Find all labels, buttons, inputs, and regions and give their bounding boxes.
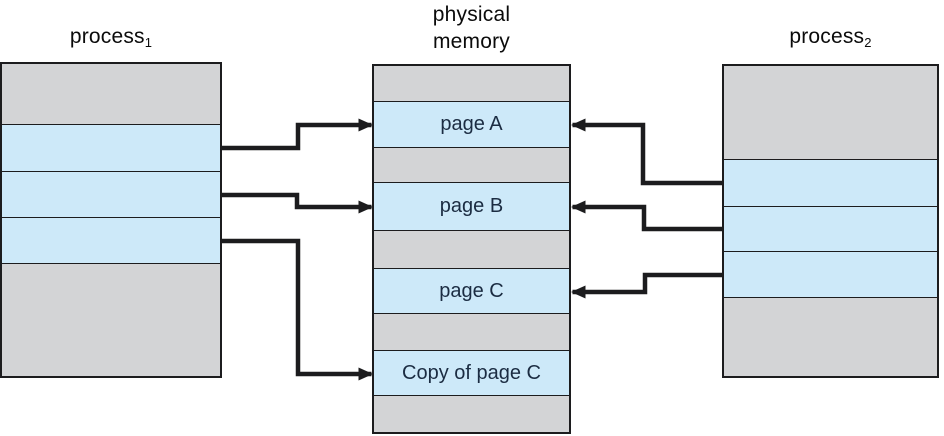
memory-frame-row bbox=[374, 66, 569, 102]
arrow-process2-to-page-c bbox=[571, 272, 722, 299]
page-a-row: page A bbox=[374, 102, 569, 148]
process2-frame-row bbox=[724, 298, 937, 376]
process2-page-row-3 bbox=[724, 252, 937, 298]
physical-memory-title-line2: memory bbox=[432, 30, 511, 53]
process2-title-subscript: 2 bbox=[864, 35, 872, 50]
arrow-process1-to-page-a bbox=[222, 118, 373, 151]
arrow-process1-to-copy-of-page-c bbox=[222, 238, 373, 381]
arrow-process2-to-page-a bbox=[571, 118, 722, 186]
process2-frame-row bbox=[724, 66, 937, 160]
process1-box bbox=[0, 62, 222, 378]
process1-frame-row bbox=[2, 64, 220, 125]
process1-page-row-2 bbox=[2, 172, 220, 218]
page-b-row: page B bbox=[374, 183, 569, 231]
memory-frame-row bbox=[374, 314, 569, 351]
process2-title: process2 bbox=[722, 25, 939, 49]
process1-title: process1 bbox=[0, 25, 222, 49]
physical-memory-box: page A page B page C Copy of page C bbox=[372, 64, 571, 434]
process1-page-row-3 bbox=[2, 218, 220, 264]
process1-page-row-1 bbox=[2, 125, 220, 172]
process2-page-row-2 bbox=[724, 207, 937, 252]
arrow-process2-to-page-b bbox=[571, 200, 722, 232]
process1-frame-row bbox=[2, 264, 220, 376]
page-c-row: page C bbox=[374, 269, 569, 314]
process1-title-text: process bbox=[69, 25, 145, 48]
physical-memory-title: physical memory bbox=[372, 1, 571, 55]
memory-frame-row bbox=[374, 396, 569, 432]
arrow-process1-to-page-b bbox=[222, 192, 373, 214]
copy-of-page-c-row: Copy of page C bbox=[374, 351, 569, 396]
process2-box bbox=[722, 64, 939, 378]
process1-title-subscript: 1 bbox=[144, 35, 153, 50]
memory-frame-row bbox=[374, 231, 569, 269]
memory-frame-row bbox=[374, 148, 569, 183]
process2-title-text: process bbox=[789, 25, 865, 48]
process2-page-row-1 bbox=[724, 160, 937, 207]
physical-memory-title-line1: physical bbox=[432, 3, 511, 26]
